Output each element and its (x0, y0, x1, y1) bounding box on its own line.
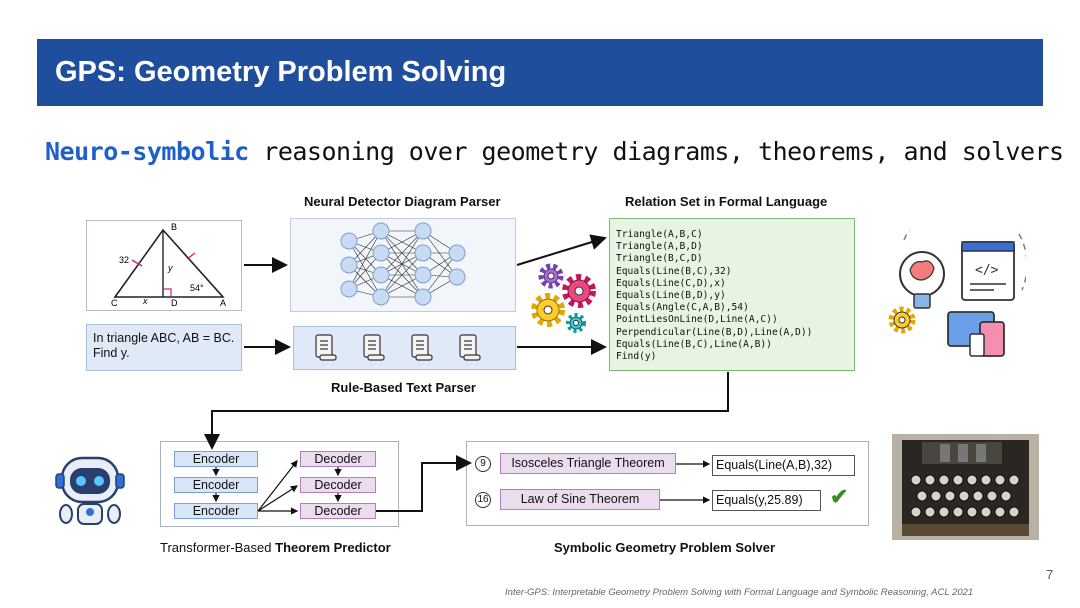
tick-mark-ab (186, 252, 196, 260)
check-icon: ✔ (830, 484, 849, 509)
scroll-icons (315, 334, 481, 361)
gear-icon (888, 306, 916, 334)
predictor-caption: Transformer-Based Theorem Predictor (160, 540, 391, 555)
devices-icon (947, 311, 1005, 357)
label-d: D (171, 298, 178, 308)
gear-icon-purple (538, 263, 564, 289)
step-number: 9 (475, 456, 491, 472)
label-54: 54° (190, 283, 204, 293)
neural-parser-caption: Neural Detector Diagram Parser (304, 194, 501, 209)
label-y: y (168, 263, 173, 273)
predictor-caption-prefix: Transformer-Based (160, 540, 272, 555)
label-c: C (111, 298, 118, 308)
gear-icon-teal (566, 313, 586, 333)
text-parser-caption: Rule-Based Text Parser (331, 380, 476, 395)
step-number: 16 (475, 492, 491, 508)
relation-item: Equals(Line(C,D),x) (616, 277, 726, 289)
relation-item: Triangle(A,B,D) (616, 241, 703, 253)
relation-list: Triangle(A,B,C) Triangle(A,B,D) Triangle… (616, 229, 812, 363)
citation: Inter-GPS: Interpretable Geometry Proble… (505, 587, 974, 598)
encoder-block: Encoder (174, 477, 258, 493)
relation-item: Equals(Line(B,C),Line(A,B)) (616, 338, 772, 350)
page-number: 7 (1046, 567, 1054, 582)
relation-item: Equals(Line(B,D),y) (616, 290, 726, 302)
decoder-block: Decoder (300, 477, 376, 493)
decoder-block: Decoder (300, 503, 376, 519)
label-32: 32 (119, 255, 130, 265)
problem-text: In triangle ABC, AB = BC. Find y. (86, 324, 242, 371)
gear-icon-pink (562, 274, 596, 308)
text-parser-box (293, 326, 516, 370)
decoder-block: Decoder (300, 451, 376, 467)
lightbulb-icon (899, 251, 945, 309)
geometry-diagram: B C D A 32 y x 54° (86, 220, 242, 311)
enigma-machine-photo (892, 434, 1039, 540)
label-x: x (143, 296, 148, 306)
theorem-box: Law of Sine Theorem (500, 489, 660, 510)
relation-item: Equals(Angle(C,A,B),54) (616, 302, 749, 314)
arrow-predictor-to-solver (376, 455, 472, 512)
tick-mark-bc (131, 259, 143, 267)
relation-set-box: Triangle(A,B,C) Triangle(A,B,D) Triangle… (609, 218, 855, 371)
label-a: A (220, 298, 227, 308)
scroll-icon (315, 334, 337, 361)
neural-detector-box (290, 218, 516, 312)
encoder-block: Encoder (174, 503, 258, 519)
code-window-icon: </> (961, 241, 1015, 301)
encoder-block: Encoder (174, 451, 258, 467)
idea-coding-illustration: </> (888, 230, 1026, 357)
gears-icon (531, 263, 596, 333)
predictor-caption-bold: Theorem Predictor (275, 540, 391, 555)
relation-set-caption: Relation Set in Formal Language (625, 194, 828, 209)
scroll-icon (459, 334, 481, 361)
triangle-figure (113, 228, 225, 298)
arrow-relations-to-predictor (204, 372, 729, 450)
theorem-box: Isosceles Triangle Theorem (500, 453, 676, 474)
gear-icon-yellow (531, 293, 565, 327)
right-angle-mark (163, 288, 172, 297)
title-bar (37, 39, 1043, 106)
subtitle-rest: reasoning over geometry diagrams, theore… (263, 137, 1064, 166)
relation-item: Find(y) (616, 351, 657, 363)
svg-text:</>: </> (975, 263, 999, 278)
relation-item: Perpendicular(Line(B,D),Line(A,D)) (616, 326, 813, 338)
slide-subtitle: Neuro-symbolic reasoning over geometry d… (45, 137, 1064, 166)
relation-item: Equals(Line(B,C),32) (616, 265, 732, 277)
neural-network-icon (340, 222, 466, 306)
label-b: B (171, 222, 178, 232)
relation-item: PointLiesOnLine(D,Line(A,C)) (616, 314, 778, 326)
result-box: Equals(y,25.89) (712, 490, 821, 511)
subtitle-highlight: Neuro-symbolic (45, 137, 249, 166)
scroll-icon (411, 334, 433, 361)
arrow-parser-to-relations-top (516, 234, 607, 266)
result-box: Equals(Line(A,B),32) (712, 455, 855, 476)
relation-item: Triangle(B,C,D) (616, 253, 703, 265)
scroll-icon (363, 334, 385, 361)
solver-caption: Symbolic Geometry Problem Solver (554, 540, 776, 555)
relation-item: Triangle(A,B,C) (616, 229, 703, 240)
robot-icon (55, 456, 125, 525)
slide-title: GPS: Geometry Problem Solving (55, 56, 507, 88)
